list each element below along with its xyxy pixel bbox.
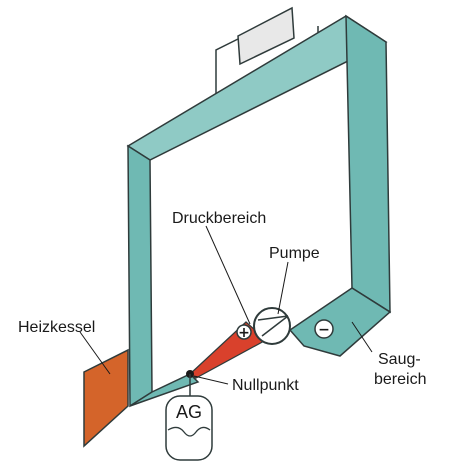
pump-circle-icon [253,307,291,345]
label-druckbereich: Druckbereich [172,210,266,227]
leader-pumpe [277,261,289,315]
pipe-bottom-right [288,287,392,357]
label-saugbereich-1: Saug- [378,351,421,368]
plus-symbol: + [236,324,252,341]
leader-saugbereich [351,321,373,353]
leader-heizkessel [79,331,111,375]
pipe-left-face [127,144,153,408]
boiler-plate-icon [83,348,129,448]
leader-druckbereich [205,225,251,325]
minus-sign: − [318,322,330,338]
plus-sign: + [238,325,250,341]
radiator-body [237,6,295,66]
label-pumpe: Pumpe [269,245,320,262]
leader-nullpunkt [193,375,229,385]
pipe-right-face [345,14,391,314]
pipe-loop [126,14,392,408]
expansion-vessel-icon: AG [165,374,213,461]
label-saugbereich-2: bereich [374,371,426,388]
label-heizkessel: Heizkessel [18,319,95,336]
minus-symbol: − [314,319,334,339]
ag-label: AG [176,402,202,422]
label-nullpunkt: Nullpunkt [232,377,299,394]
